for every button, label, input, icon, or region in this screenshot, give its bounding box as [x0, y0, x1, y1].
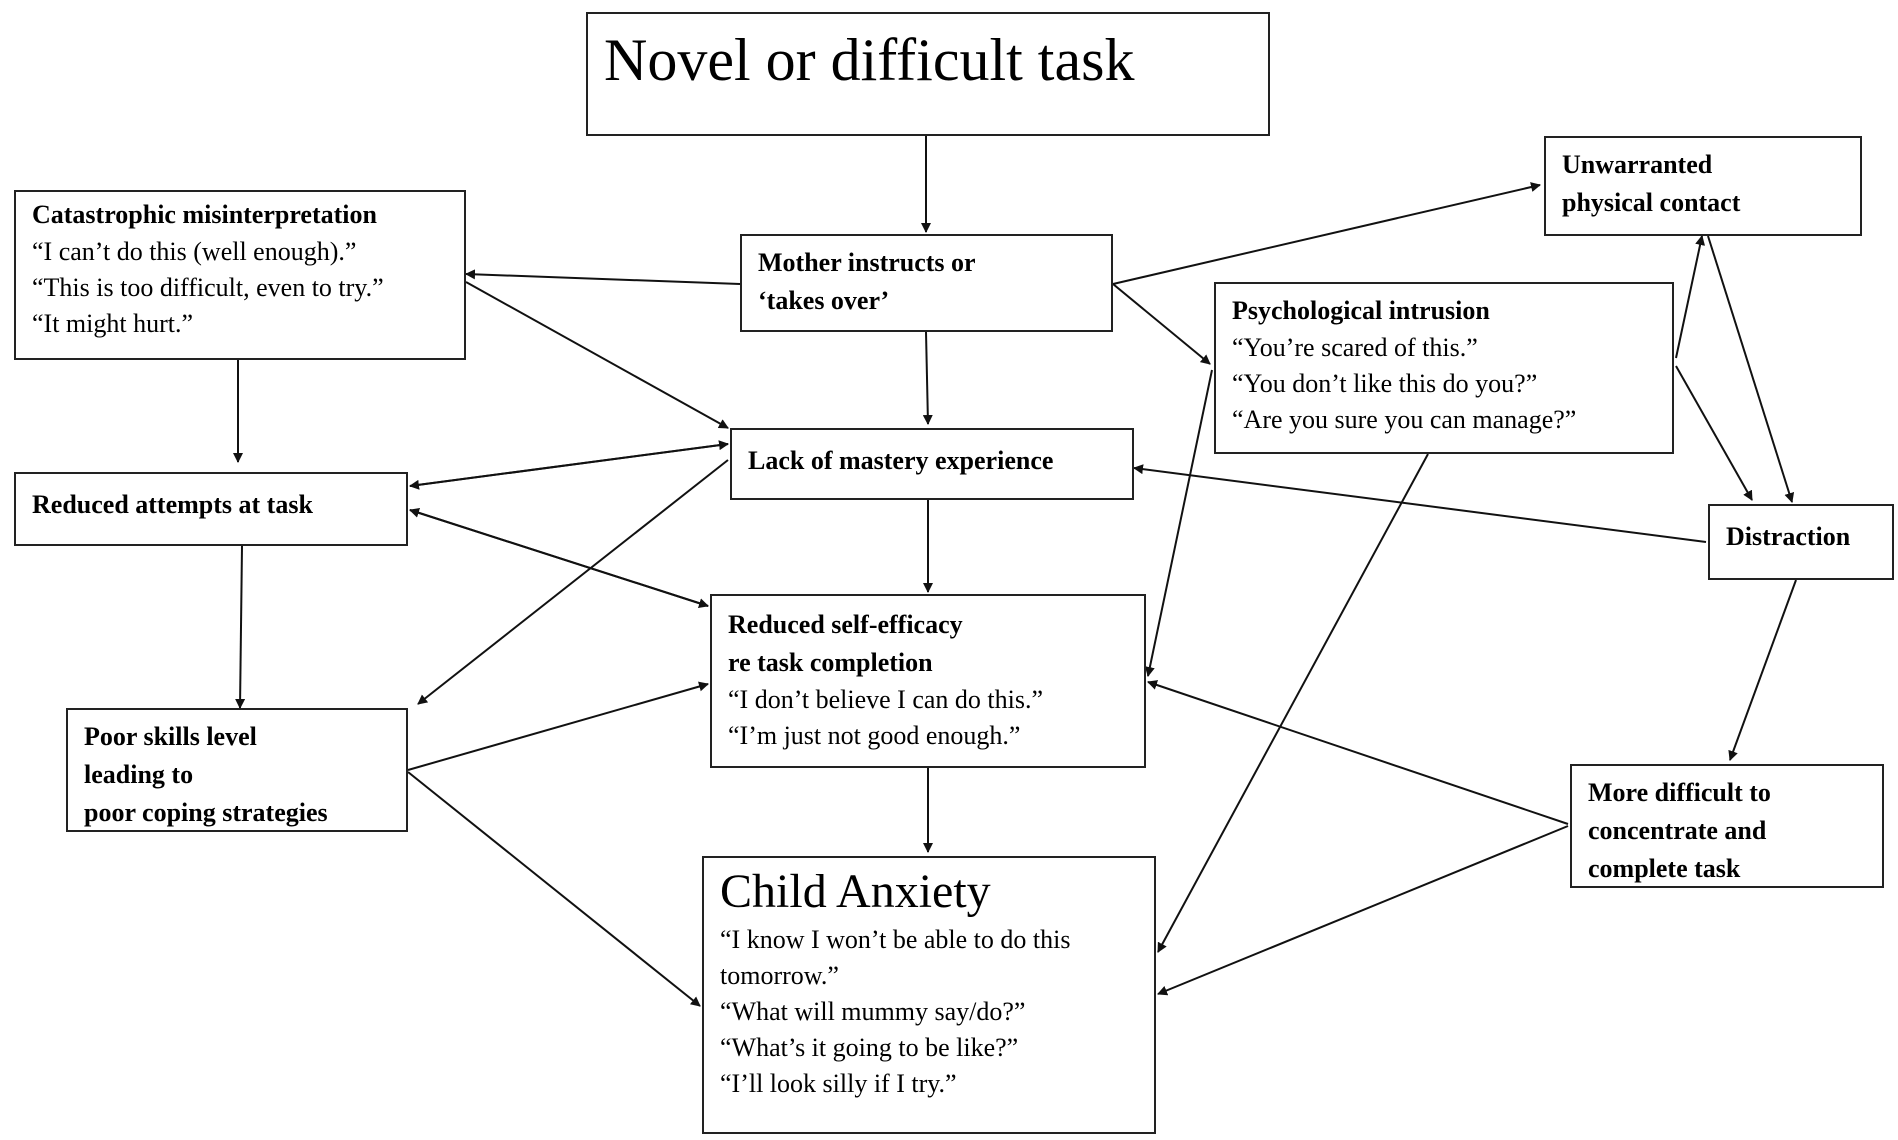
arrow-reduced-attempts-to-poor-skills: [235, 545, 246, 709]
arrow-distraction-to-more-difficult: [1728, 579, 1797, 761]
node-quote: tomorrow.”: [720, 961, 839, 990]
node-title: Reduced attempts at task: [32, 490, 313, 519]
arrow-unwarranted-to-distraction: [1707, 235, 1795, 503]
node-mother-instructs: Mother instructs or ‘takes over’: [740, 234, 1113, 332]
node-quote: “What’s it going to be like?”: [720, 1033, 1019, 1062]
node-title: Novel or difficult task: [604, 27, 1135, 93]
arrow-mother-to-psych: [1112, 283, 1211, 365]
node-line: Reduced self-efficacy: [728, 610, 963, 639]
arrow-more-difficult-to-efficacy: [1147, 680, 1569, 825]
node-quote: “You don’t like this do you?”: [1232, 369, 1538, 398]
arrow-psych-to-distraction: [1675, 365, 1753, 501]
node-quote: “I don’t believe I can do this.”: [728, 685, 1044, 714]
arrow-reduced-attempts-to-mastery: [409, 440, 729, 487]
node-line: More difficult to: [1588, 778, 1771, 807]
node-title: Psychological intrusion: [1232, 296, 1490, 325]
arrow-mother-to-unwarranted: [1112, 182, 1541, 285]
node-line: concentrate and: [1588, 816, 1767, 845]
arrow-psych-to-anxiety: [1157, 453, 1429, 953]
node-quote: “I know I won’t be able to do this: [720, 925, 1071, 954]
node-unwarranted-contact: Unwarranted physical contact: [1544, 136, 1862, 236]
node-title: Catastrophic misinterpretation: [32, 200, 377, 229]
arrow-catastrophic-to-mastery: [465, 281, 729, 429]
arrow-mother-to-mastery: [922, 331, 933, 425]
arrow-distraction-to-mastery: [1133, 464, 1707, 543]
node-distraction: Distraction: [1708, 504, 1894, 580]
arrow-more-difficult-to-anxiety: [1157, 825, 1569, 996]
node-line: physical contact: [1562, 188, 1741, 217]
node-reduced-attempts: Reduced attempts at task: [14, 472, 408, 546]
node-reduced-self-efficacy: Reduced self-efficacy re task completion…: [710, 594, 1146, 768]
arrow-efficacy-to-reduced-attempts: [409, 508, 709, 607]
arrow-poor-skills-to-anxiety: [407, 771, 701, 1007]
arrow-psych-to-efficacy: [1144, 369, 1213, 677]
node-quote: “This is too difficult, even to try.”: [32, 273, 384, 302]
node-line: leading to: [84, 760, 194, 789]
node-line: Unwarranted: [1562, 150, 1713, 179]
node-line: Mother instructs or: [758, 248, 976, 277]
arrow-psych-to-unwarranted: [1675, 235, 1706, 359]
node-title: Child Anxiety: [720, 865, 991, 918]
node-quote: “I can’t do this (well enough).”: [32, 237, 357, 266]
node-line: poor coping strategies: [84, 798, 328, 827]
node-child-anxiety: Child Anxiety “I know I won’t be able to…: [702, 856, 1156, 1134]
node-line: complete task: [1588, 854, 1741, 883]
node-quote: “What will mummy say/do?”: [720, 997, 1026, 1026]
node-line: re task completion: [728, 648, 933, 677]
arrow-mastery-to-poor-skills: [417, 459, 729, 705]
node-quote: “You’re scared of this.”: [1232, 333, 1478, 362]
node-lack-of-mastery: Lack of mastery experience: [730, 428, 1134, 500]
node-quote: “I’m just not good enough.”: [728, 721, 1021, 750]
node-quote: “I’ll look silly if I try.”: [720, 1069, 957, 1098]
node-title: Lack of mastery experience: [748, 446, 1054, 475]
node-catastrophic-misinterpretation: Catastrophic misinterpretation “I can’t …: [14, 190, 466, 360]
node-more-difficult: More difficult to concentrate and comple…: [1570, 764, 1884, 888]
node-title: Distraction: [1726, 522, 1851, 551]
node-quote: “It might hurt.”: [32, 309, 194, 338]
node-psychological-intrusion: Psychological intrusion “You’re scared o…: [1214, 282, 1674, 454]
node-line: Poor skills level: [84, 722, 257, 751]
node-quote: “Are you sure you can manage?”: [1232, 405, 1577, 434]
node-novel-task: Novel or difficult task: [586, 12, 1270, 136]
node-poor-skills: Poor skills level leading to poor coping…: [66, 708, 408, 832]
node-line: ‘takes over’: [758, 286, 890, 315]
arrow-poor-skills-to-efficacy: [407, 681, 709, 771]
arrow-mother-to-catastrophic: [465, 269, 741, 285]
